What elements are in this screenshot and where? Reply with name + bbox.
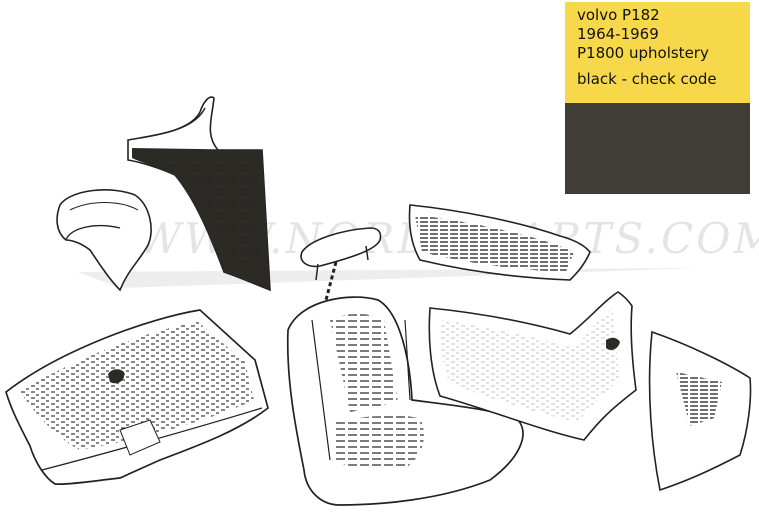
product-info-panel: volvo P182 1964-1969 P1800 upholstery bl… bbox=[565, 2, 750, 194]
c-pillar-trim bbox=[127, 96, 271, 292]
front-bucket-seat bbox=[286, 296, 524, 506]
rear-quarter-panel bbox=[648, 330, 752, 492]
rear-shelf-panel bbox=[408, 204, 591, 281]
model-text: volvo P182 bbox=[577, 6, 660, 24]
watermark-swoosh bbox=[78, 268, 700, 288]
front-door-panel bbox=[428, 291, 637, 441]
rear-bench-seat bbox=[5, 309, 269, 485]
part-text: P1800 upholstery bbox=[577, 44, 709, 62]
headrest bbox=[300, 227, 382, 301]
color-swatch bbox=[565, 103, 750, 194]
armrest-cushion bbox=[56, 189, 152, 292]
info-label-box: volvo P182 1964-1969 P1800 upholstery bl… bbox=[565, 2, 750, 103]
color-text: black - check code bbox=[577, 70, 717, 88]
years-text: 1964-1969 bbox=[577, 25, 659, 43]
